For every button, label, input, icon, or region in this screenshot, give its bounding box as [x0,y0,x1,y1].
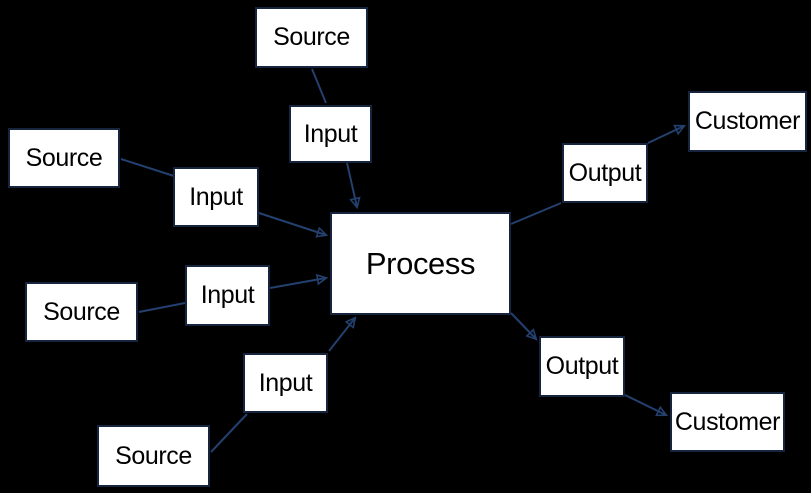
node-label-output-2: Output [545,352,619,380]
node-label-source-3: Source [43,297,120,326]
node-label-source-4: Source [115,441,192,470]
edge-output-2-to-customer-2 [624,394,666,415]
node-label-input-2: Input [189,182,243,211]
node-label-output-1: Output [568,158,642,187]
node-source-4[interactable]: Source [97,425,210,487]
node-label-source-1: Source [273,23,350,51]
edge-output-1-to-customer-1 [647,126,684,144]
node-source-2[interactable]: Source [8,128,120,188]
node-output-2[interactable]: Output [539,336,625,397]
node-label-source-2: Source [25,143,103,172]
edge-input-3-to-process [269,278,326,289]
node-input-3[interactable]: Input [185,265,270,326]
node-customer-1[interactable]: Customer [688,91,807,152]
node-label-customer-1: Customer [694,107,801,135]
node-source-1[interactable]: Source [255,7,368,68]
node-label-input-1: Input [303,119,358,148]
node-label-process: Process [365,246,476,281]
edge-process-to-output-1 [510,202,562,225]
edge-source-2-to-input-2 [120,158,178,178]
edge-source-3-to-input-3 [138,302,186,313]
node-process[interactable]: Process [330,212,511,315]
node-label-customer-2: Customer [674,407,781,436]
edge-source-1-to-input-1 [311,68,327,104]
node-label-input-4: Input [258,368,313,397]
node-customer-2[interactable]: Customer [670,392,785,452]
edge-process-to-output-2 [510,312,536,339]
node-input-2[interactable]: Input [173,167,259,227]
edge-input-2-to-process [258,212,326,235]
node-source-3[interactable]: Source [25,282,138,342]
edge-input-1-to-process [346,162,357,207]
edge-input-4-to-process [328,318,355,352]
edge-source-4-to-input-4 [210,413,248,453]
node-output-1[interactable]: Output [562,143,648,203]
node-label-input-3: Input [200,281,255,309]
node-input-4[interactable]: Input [243,353,328,413]
node-input-1[interactable]: Input [289,105,372,163]
